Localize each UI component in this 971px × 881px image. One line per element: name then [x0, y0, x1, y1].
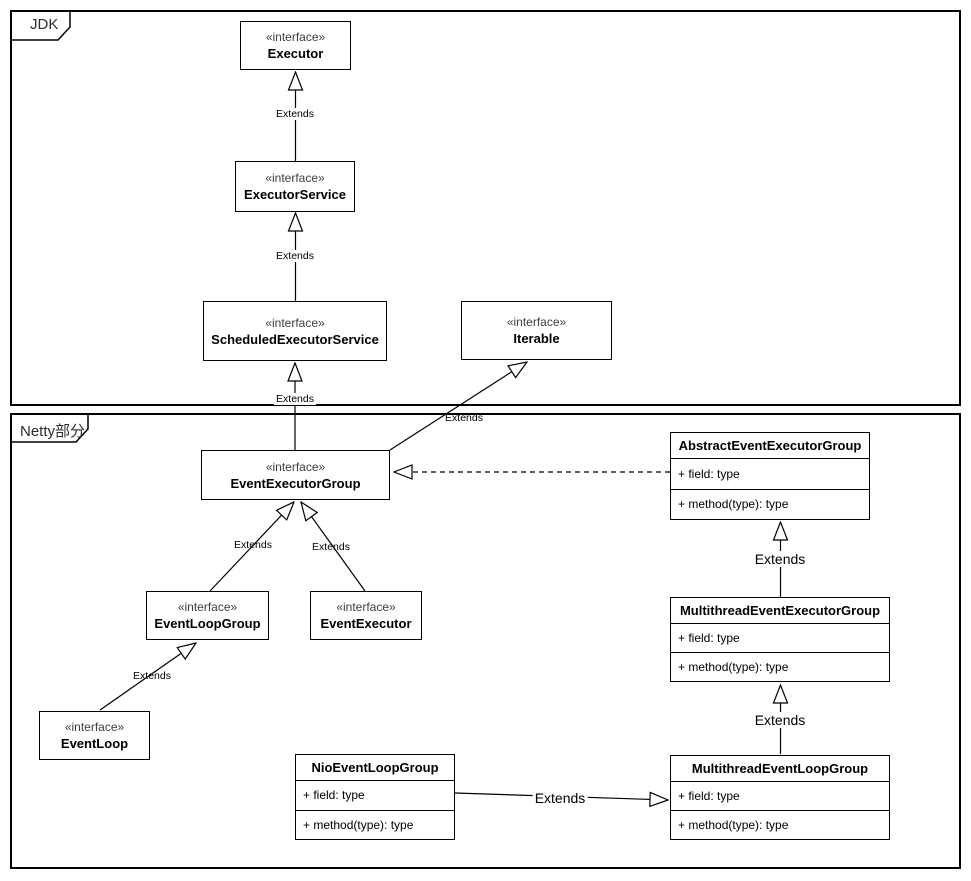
interface-name: EventExecutor — [320, 616, 412, 631]
interface-eventloopgroup[interactable]: «interface» EventLoopGroup — [146, 591, 269, 640]
stereotype-label: «interface» — [265, 315, 325, 330]
interface-name: Executor — [267, 46, 324, 61]
class-nioeventloopgroup[interactable]: NioEventLoopGroup + field: type + method… — [295, 754, 455, 840]
interface-name: EventLoopGroup — [154, 616, 261, 631]
interface-iterable[interactable]: «interface» Iterable — [461, 301, 612, 360]
stereotype-label: «interface» — [265, 171, 325, 185]
class-multithreadeventloopgroup[interactable]: MultithreadEventLoopGroup + field: type … — [670, 755, 890, 840]
interface-name: Iterable — [513, 331, 560, 346]
edge-label-extends: Extends — [752, 551, 808, 567]
edge-label-extends: Extends — [532, 790, 588, 806]
edge-eventexecutorgroup-extends-iterable — [389, 362, 527, 451]
frame-netty[interactable] — [10, 413, 961, 869]
edge-label-extends: Extends — [234, 539, 272, 551]
class-multithreadeventexecutorgroup[interactable]: MultithreadEventExecutorGroup + field: t… — [670, 597, 890, 682]
edge-label-extends: Extends — [752, 712, 808, 728]
class-method: + method(type): type — [678, 660, 789, 674]
class-field: + field: type — [296, 781, 454, 811]
stereotype-label: «interface» — [177, 600, 238, 614]
class-abstracteventexecutorgroup[interactable]: AbstractEventExecutorGroup + field: type… — [670, 432, 870, 520]
class-title: MultithreadEventLoopGroup — [671, 756, 889, 782]
class-field: + field: type — [671, 782, 889, 811]
edge-eventloopgroup-extends-eventexecutorgroup — [209, 502, 294, 592]
stereotype-label: «interface» — [64, 720, 125, 734]
frame-netty-tab-outline — [11, 414, 89, 443]
interface-scheduledexecutorservice[interactable]: «interface» ScheduledExecutorService — [203, 301, 387, 361]
class-method: + method(type): type — [678, 818, 789, 832]
class-method: + method(type): type — [303, 817, 414, 832]
interface-name: ScheduledExecutorService — [211, 331, 379, 347]
class-method: + method(type): type — [678, 497, 789, 512]
stereotype-label: «interface» — [265, 30, 326, 44]
frame-jdk[interactable] — [10, 10, 961, 406]
stereotype-label: «interface» — [506, 315, 567, 329]
stereotype-label: «interface» — [265, 459, 326, 474]
interface-name: EventLoop — [60, 736, 129, 751]
edge-label-extends: Extends — [274, 393, 316, 405]
class-field: + field: type — [671, 459, 869, 490]
edge-label-extends: Extends — [133, 670, 171, 682]
edge-label-extends: Extends — [274, 108, 316, 120]
edge-eventloop-extends-eventloopgroup — [99, 643, 196, 711]
edge-label-extends: Extends — [445, 412, 483, 424]
class-title: AbstractEventExecutorGroup — [671, 433, 869, 459]
interface-eventloop[interactable]: «interface» EventLoop — [39, 711, 150, 760]
class-field: + field: type — [671, 624, 889, 653]
stereotype-label: «interface» — [336, 600, 396, 614]
interface-eventexecutor[interactable]: «interface» EventExecutor — [310, 591, 422, 640]
frame-jdk-label: JDK — [30, 16, 59, 33]
edge-eventexecutor-extends-eventexecutorgroup — [301, 502, 366, 592]
interface-name: EventExecutorGroup — [230, 475, 361, 491]
interface-eventexecutorgroup[interactable]: «interface» EventExecutorGroup — [201, 450, 390, 500]
frame-netty-label: Netty部分 — [20, 423, 86, 440]
edge-label-extends: Extends — [274, 250, 316, 262]
class-title: MultithreadEventExecutorGroup — [671, 598, 889, 624]
interface-executorservice[interactable]: «interface» ExecutorService — [235, 161, 355, 212]
class-title: NioEventLoopGroup — [296, 755, 454, 781]
frame-jdk-tab-outline — [11, 11, 71, 41]
interface-name: ExecutorService — [244, 187, 346, 202]
interface-executor[interactable]: «interface» Executor — [240, 21, 351, 70]
edge-label-extends: Extends — [312, 541, 350, 553]
